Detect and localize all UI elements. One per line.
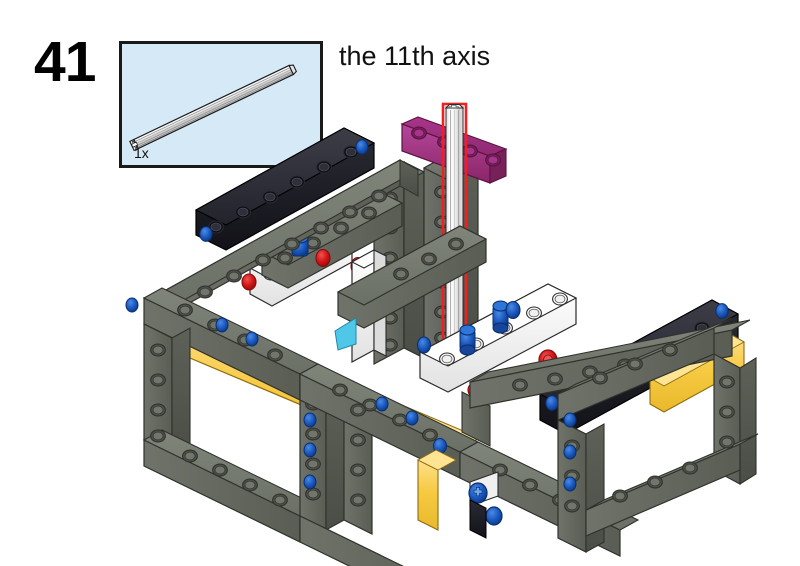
beam-yellow-upper [299,174,419,261]
pin-blue [303,412,317,428]
callout-part-illustration [129,64,298,152]
pin-cluster-right-center [416,300,521,356]
pin-blue [356,265,374,285]
pin-blue [563,476,577,492]
frame-left-front [125,287,345,543]
step-title: the 11th axis [339,41,491,71]
beam-magenta [400,116,508,184]
pin-cluster-red-right [467,349,558,402]
beam-white-center-vertical [350,248,388,364]
pin-blue [291,235,309,257]
beam-gray-tower-back [372,161,426,365]
pin-blue [199,226,213,242]
pin-red [241,273,257,291]
pin-blue [125,297,139,313]
pin-red [467,382,481,398]
pin-blue [303,474,317,490]
frame-rail-left-rear [146,158,420,328]
new-part-axle-highlighted [441,102,468,382]
pin-blue [405,410,419,426]
frame-rail-right-rear [469,319,751,409]
pin-blue [245,331,259,347]
frame-center-front [298,363,480,566]
beam-yellow-main-diagonal [150,307,482,473]
parts-callout-box: 1x [119,41,323,168]
pin-cluster-upper-left [241,232,374,291]
beam-white-upper-left [248,223,354,307]
pin-blue [563,444,577,460]
pin-red [315,248,331,268]
beam-black-right [538,299,740,435]
beam-white-right-center [418,283,578,393]
part-quantity-label: 1x [134,145,149,161]
step-number: 41 [34,30,96,94]
pin-blue [545,395,559,411]
piece-cyan-accent [334,317,357,351]
pin-red [350,256,366,276]
pin-blue [563,412,577,428]
frame-right-front [458,391,640,557]
pin-blue [715,303,729,319]
connector-blue-bottom-center [468,471,503,526]
pin-blue [303,442,317,458]
beam-yellow-right [649,333,745,413]
pin-red [538,349,558,371]
frame-right-box [557,317,759,553]
pin-blue [433,438,447,454]
pin-blue [153,304,167,320]
pin-blue [375,396,389,412]
beam-gray-mid-cross [336,225,488,329]
beam-gray-tower-center [422,148,480,360]
pin-red [479,386,493,402]
beam-yellow-center-front [417,449,457,531]
beam-gray-upper-cross [260,189,404,289]
pin-blue [355,139,369,155]
beam-black-lower-center [469,499,487,539]
axle-shape [129,64,298,152]
pin-blue [215,317,229,333]
